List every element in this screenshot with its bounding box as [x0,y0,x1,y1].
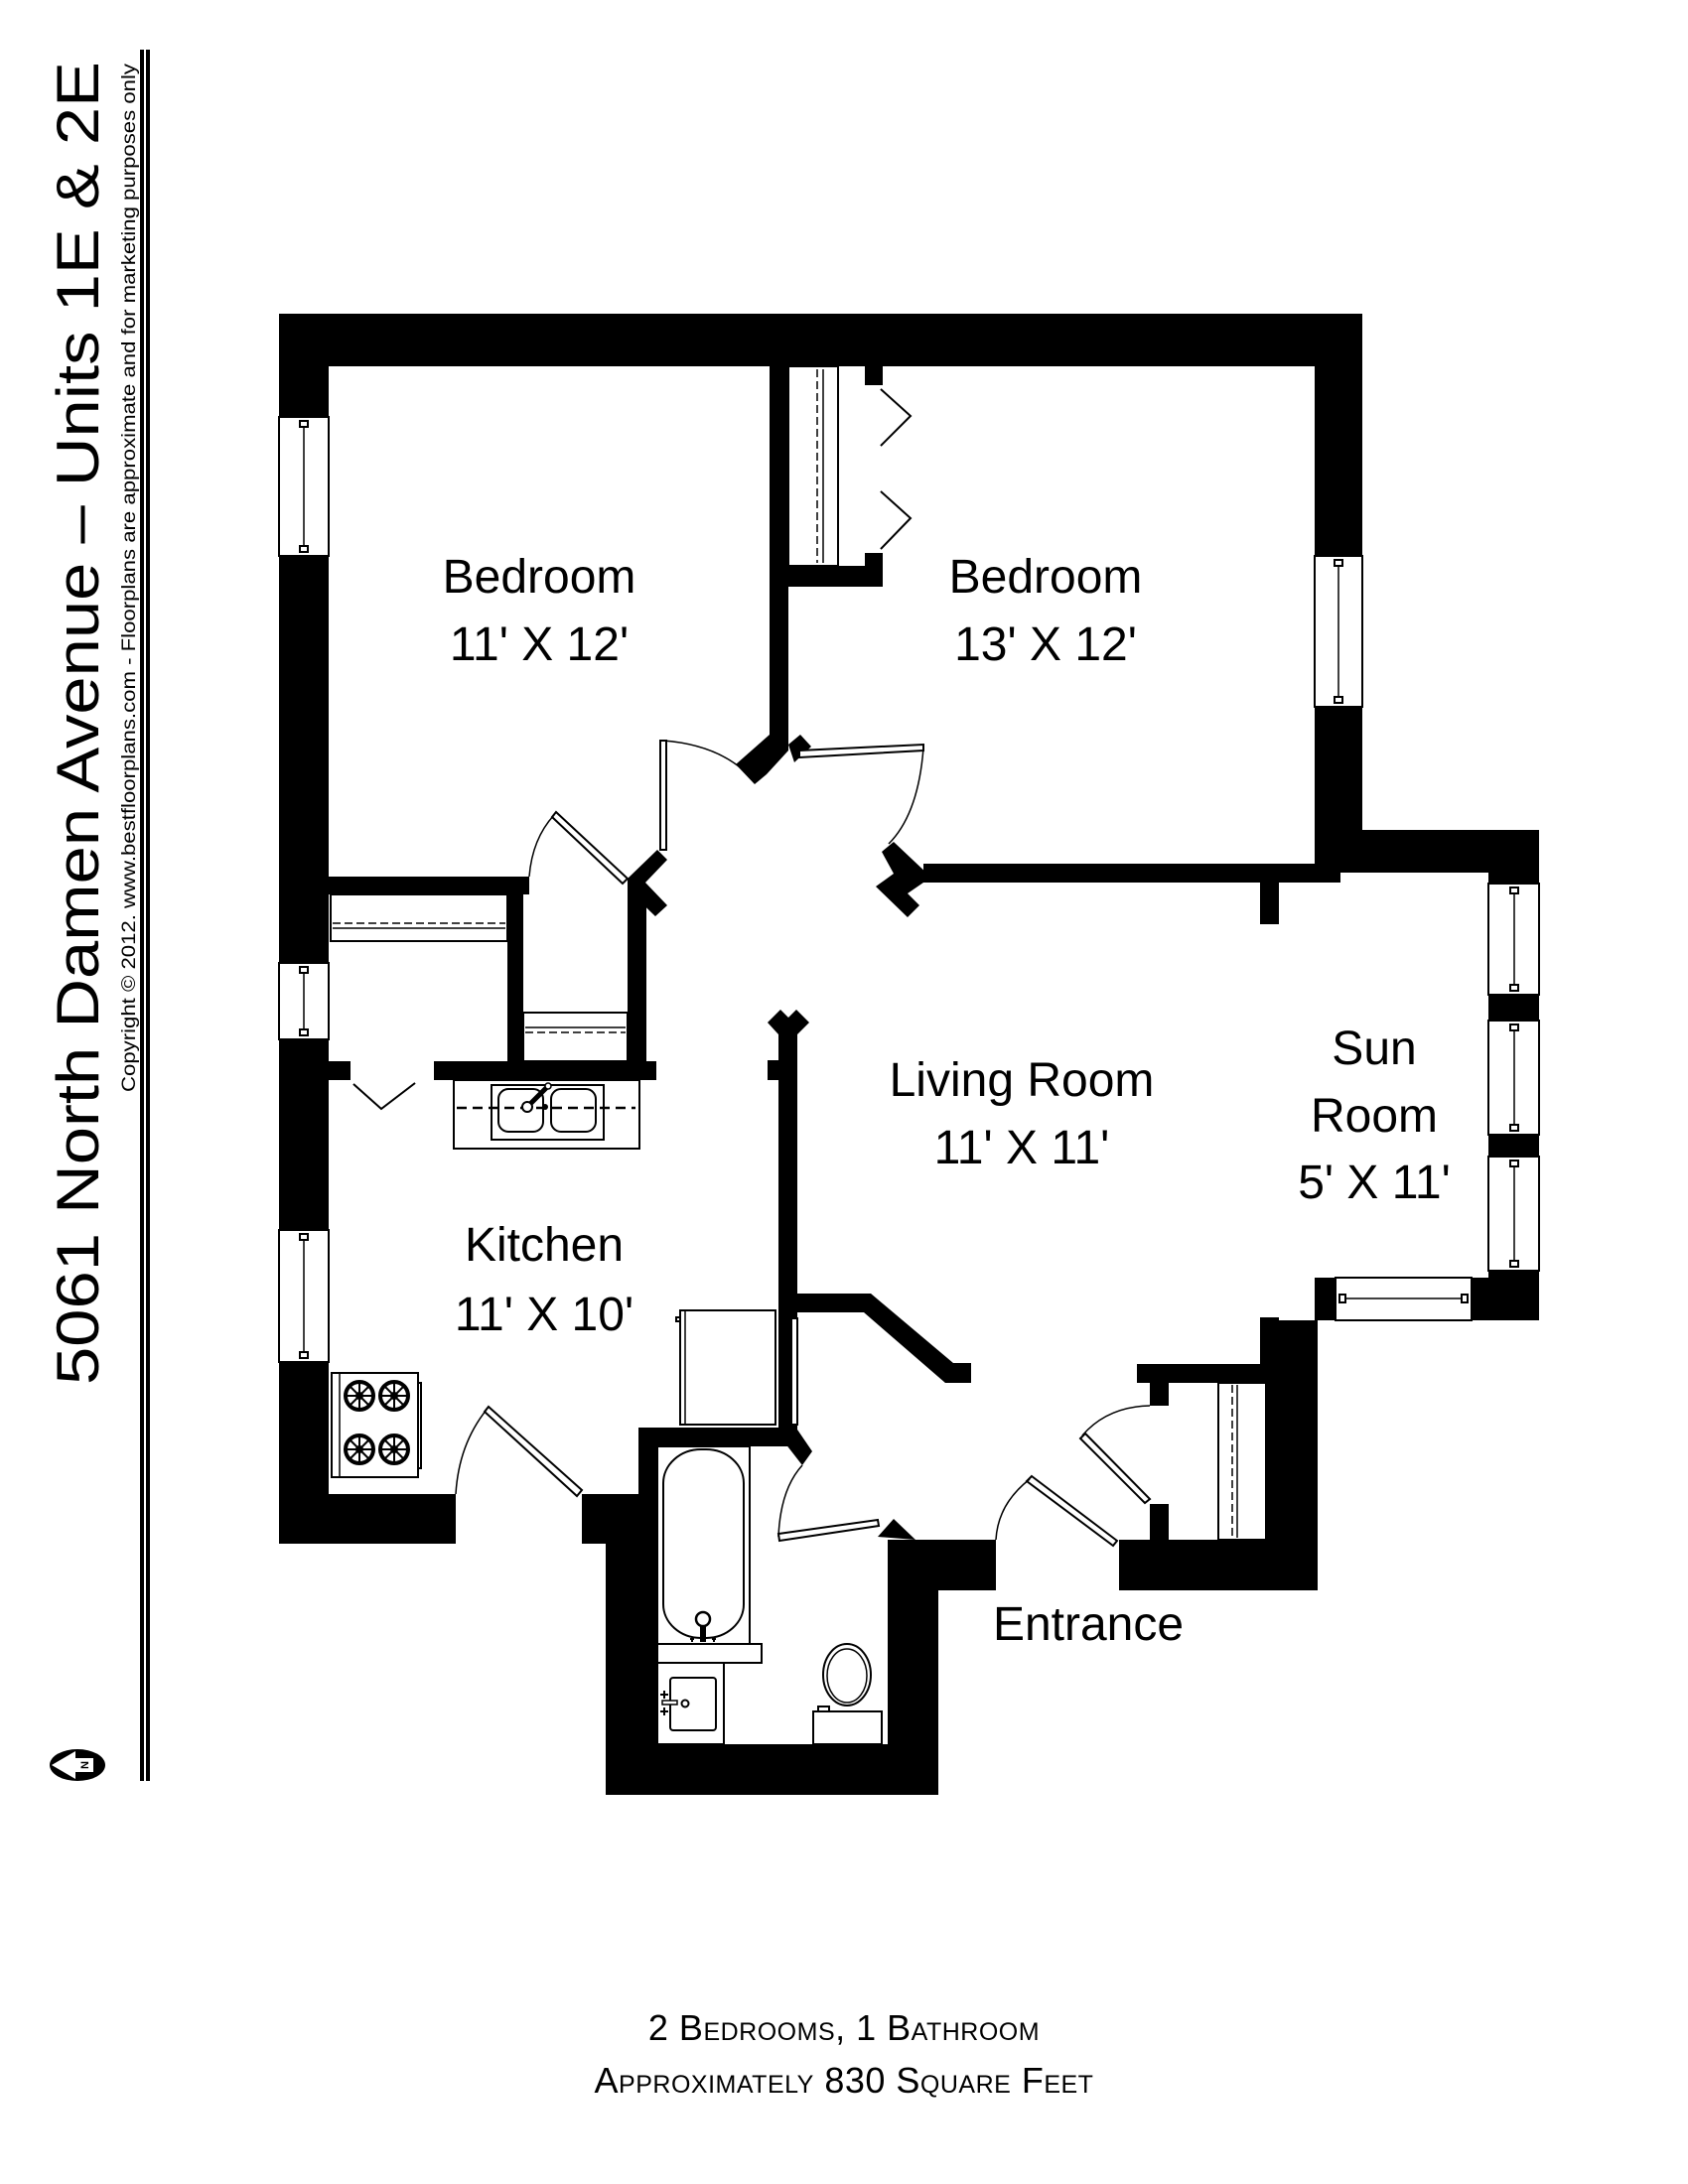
window-kitchen-lower [278,1229,330,1363]
windows [278,416,1540,1363]
bedroom-1-size: 11' X 12' [450,618,629,671]
sun-room-name-line2: Room [1311,1090,1438,1143]
window-sun-room-3 [1487,1156,1540,1272]
sun-room-name-line1: Sun [1332,1023,1416,1075]
living-room-name: Living Room [890,1054,1155,1107]
page-title: 5061 North Damen Avenue – Units 1E & 2E [45,62,111,1385]
summary-bed-bath: 2 Bedrooms, 1 Bathroom [647,2007,1041,2048]
refrigerator [675,1309,798,1426]
door-entrance [995,1474,1119,1548]
burner-icon [378,1380,410,1412]
toilet [812,1643,883,1745]
door-entrance-closet [1078,1405,1152,1505]
compass-letter: N [79,1761,91,1769]
doors [455,740,1152,1548]
bathtub [656,1445,751,1645]
window-bedroom-1 [278,416,330,557]
closets [330,365,1267,1541]
kitchen-name: Kitchen [465,1219,624,1272]
kitchen-size: 11' X 10' [455,1289,633,1341]
sun-room-size: 5' X 11' [1298,1157,1451,1209]
sink-counter [453,1079,640,1150]
pantry [522,1012,629,1062]
door-kitchen [455,1405,584,1498]
margin-rule-1 [140,50,144,1781]
door-bedroom-1 [659,740,746,851]
door-bathroom [776,1464,881,1543]
stove [331,1372,422,1478]
bedroom-2-name: Bedroom [949,551,1143,604]
kitchen-fixtures [331,1079,798,1478]
window-sun-room-bottom [1335,1277,1473,1321]
burner-icon [344,1380,375,1412]
summary-square-feet: Approximately 830 Square Feet [594,2060,1094,2101]
bedroom-2-size: 13' X 12' [954,618,1137,671]
burner-icon [344,1433,375,1465]
window-sun-room-1 [1487,883,1540,996]
title-block: 5061 North Damen Avenue – Units 1E & 2E … [45,50,150,1781]
window-kitchen-upper [278,962,330,1040]
closet-bedroom-2 [787,365,913,567]
entrance-label: Entrance [993,1598,1184,1651]
window-bedroom-2 [1314,555,1363,708]
door-bedroom-2 [798,743,924,845]
closet-entrance [1217,1382,1267,1541]
room-labels: Bedroom 11' X 12' Bedroom 13' X 12' Livi… [443,551,1451,1651]
burner-icon [378,1433,410,1465]
closet-bedroom-1 [330,893,508,1111]
north-arrow-icon: N [50,1749,105,1781]
copyright-notice: Copyright © 2012. www.bestfloorplans.com… [119,63,140,1092]
door-closet-hall [528,810,630,886]
margin-rule-2 [146,50,150,1781]
bedroom-1-name: Bedroom [443,551,636,604]
bathroom-sink [656,1662,725,1745]
window-sun-room-2 [1487,1020,1540,1136]
living-room-size: 11' X 11' [934,1122,1110,1174]
vanity-ledge [656,1643,763,1664]
bathroom-fixtures [656,1445,883,1745]
